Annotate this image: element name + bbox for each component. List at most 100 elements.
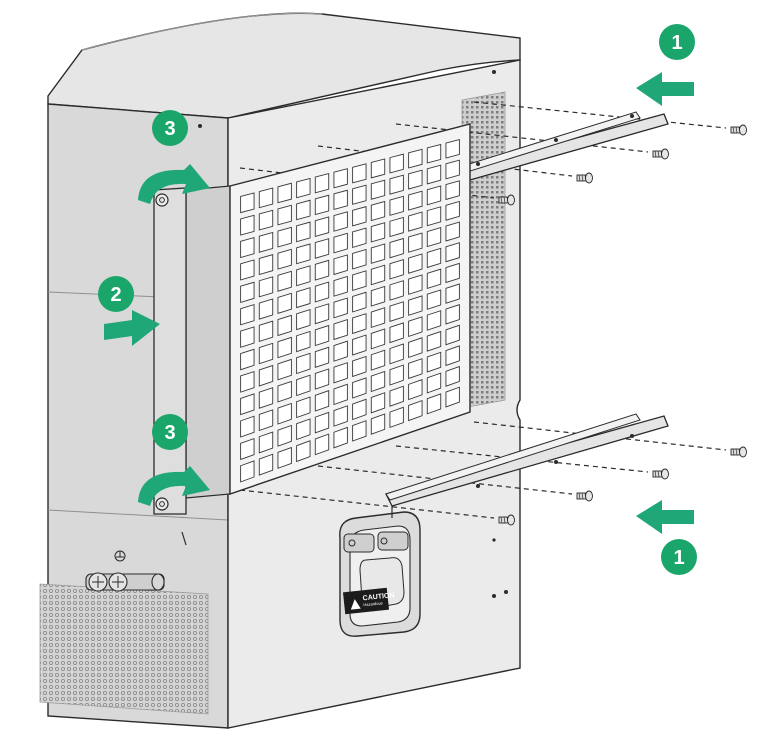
arrow-insert-top (636, 72, 694, 106)
filter-cell (333, 254, 348, 276)
filter-cell (445, 180, 460, 201)
filter-cell (277, 226, 292, 248)
filter-cell (314, 194, 330, 216)
filter-cell (370, 158, 386, 179)
filter-cell (408, 295, 423, 316)
filter-cell (258, 431, 274, 454)
filter-cell (296, 352, 311, 375)
filter-cell (314, 433, 330, 456)
filter-cell (240, 304, 255, 326)
filter-cell (333, 340, 348, 362)
filter-cell (408, 232, 423, 253)
filter-cell (314, 324, 330, 347)
filter-cell (296, 177, 311, 199)
filter-cell (426, 351, 442, 373)
filter-cell (296, 243, 311, 265)
filter-cell (314, 303, 330, 325)
filter-cell (258, 320, 274, 342)
filter-cell (333, 405, 348, 427)
filter-cell (240, 437, 255, 461)
filter-cell (426, 143, 442, 164)
filter-cell (445, 304, 460, 325)
filter-cell (426, 268, 442, 289)
filter-cell (426, 310, 442, 331)
filter-cell (258, 387, 274, 409)
filter-cell (258, 342, 274, 365)
chassis-handle: CAUTION Hazardous (339, 511, 421, 637)
filter-cell (240, 393, 255, 416)
filter-cell (370, 243, 386, 264)
filter-cell (277, 446, 292, 469)
filter-cell (277, 424, 292, 447)
screw (576, 490, 593, 502)
filter-cell (277, 182, 292, 204)
filter-panel (153, 123, 471, 515)
filter-cell (333, 232, 348, 254)
filter-cell (240, 370, 255, 393)
filter-cell (277, 358, 292, 381)
screw (576, 172, 593, 184)
filter-cell (277, 292, 292, 314)
filter-cell (240, 460, 255, 483)
filter-cell (240, 214, 255, 236)
filter-cell (277, 248, 292, 270)
filter-cell (352, 227, 367, 248)
filter-cell (389, 385, 404, 407)
filter-cell (389, 259, 404, 280)
filter-cell (240, 348, 255, 371)
svg-text:1: 1 (673, 547, 684, 569)
filter-cell (370, 370, 386, 393)
filter-cell (370, 200, 386, 222)
filter-cell (370, 349, 386, 371)
filter-cell (240, 237, 255, 259)
filter-cell (258, 231, 274, 253)
filter-cell (426, 226, 442, 248)
filter-cell (314, 390, 330, 412)
screw (498, 194, 515, 206)
filter-cell (408, 337, 423, 359)
filter-cell (277, 270, 292, 292)
filter-cell (333, 426, 348, 449)
filter-cell (352, 355, 367, 378)
filter-cell (426, 164, 442, 185)
filter-cell (258, 254, 274, 276)
filter-cell (296, 418, 311, 441)
filter-cell (314, 368, 330, 390)
screws (498, 124, 747, 526)
screw (730, 124, 747, 136)
filter-cell (277, 402, 292, 425)
svg-text:3: 3 (164, 422, 175, 444)
filter-cell (370, 392, 386, 414)
filter-cell (333, 383, 348, 406)
filter-cell (277, 204, 292, 226)
filter-cell (408, 399, 423, 422)
filter-cell (258, 453, 274, 476)
filter-cell (445, 159, 460, 180)
svg-text:1: 1 (671, 32, 682, 54)
filter-cell (426, 393, 442, 415)
filter-cell (258, 209, 274, 231)
filter-cell (352, 184, 367, 205)
filter-cell (352, 313, 367, 335)
filter-cell (296, 265, 311, 287)
filter-cell (370, 285, 386, 307)
filter-cell (314, 411, 330, 434)
arrow-rotate-bottom (138, 466, 210, 506)
filter-cell (389, 174, 404, 195)
filter-cell (314, 172, 330, 194)
filter-cell (426, 247, 442, 269)
filter-cell (389, 301, 404, 322)
ground-terminal (85, 550, 165, 592)
filter-cell (240, 326, 255, 348)
step-marker-2: 2 (98, 276, 134, 312)
svg-text:2: 2 (110, 284, 121, 306)
step-marker-1-top: 1 (659, 24, 695, 60)
filter-cell (389, 153, 404, 174)
filter-cell (408, 316, 423, 337)
filter-cell (314, 346, 330, 368)
filter-cell (426, 330, 442, 352)
filter-cell (408, 253, 423, 274)
step-marker-1-bottom: 1 (661, 539, 697, 575)
filter-cell (445, 221, 460, 242)
